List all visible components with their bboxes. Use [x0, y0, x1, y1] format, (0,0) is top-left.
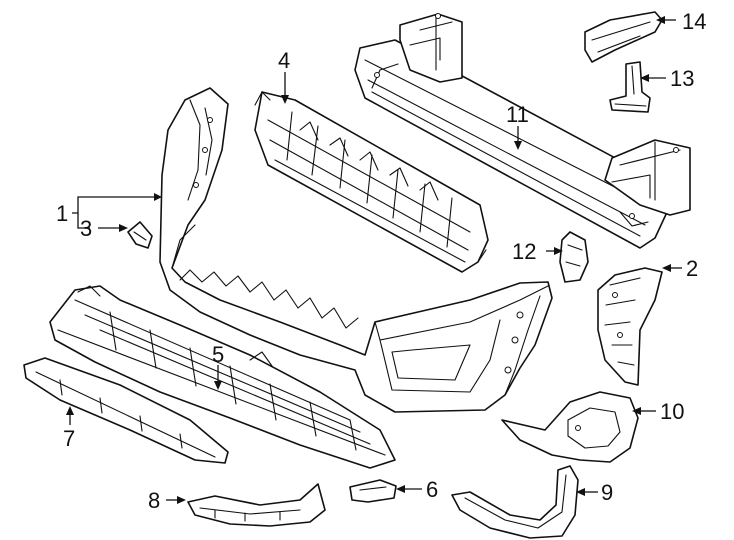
part-5-lower-absorber [49, 285, 396, 469]
part-7-lower-trim [23, 357, 229, 464]
part-13-mount [609, 61, 651, 113]
callout-12: 12 [512, 239, 536, 264]
callout-13: 13 [670, 66, 694, 91]
callout-10: 10 [660, 399, 684, 424]
callout-14: 14 [682, 9, 706, 34]
part-4-grille-insert [254, 91, 489, 273]
part-6-small-bracket [349, 479, 397, 503]
callout-labels: 1 2 3 4 5 6 7 8 9 10 11 12 13 14 [56, 9, 706, 513]
callout-9: 9 [601, 480, 613, 505]
part-11-reinforcement-bar [354, 13, 691, 249]
callout-2: 2 [686, 256, 698, 281]
part-8-lower-piece [187, 483, 326, 527]
part-1-bumper-cover [159, 87, 553, 413]
part-14-top-bracket [584, 11, 663, 63]
callout-1: 1 [56, 201, 68, 226]
part-9-side-trim [451, 465, 579, 539]
callout-8: 8 [148, 488, 160, 513]
part-12-bracket [559, 231, 589, 283]
part-2-side-bracket [597, 267, 663, 386]
part-3-clip [127, 221, 153, 249]
callout-7: 7 [63, 426, 75, 451]
callout-6: 6 [426, 477, 438, 502]
callout-4: 4 [278, 48, 290, 73]
callout-11: 11 [506, 102, 529, 127]
callout-3: 3 [80, 216, 92, 241]
callout-5: 5 [212, 342, 224, 367]
part-10-lamp-bezel [501, 391, 639, 463]
leader-lines [66, 16, 682, 504]
